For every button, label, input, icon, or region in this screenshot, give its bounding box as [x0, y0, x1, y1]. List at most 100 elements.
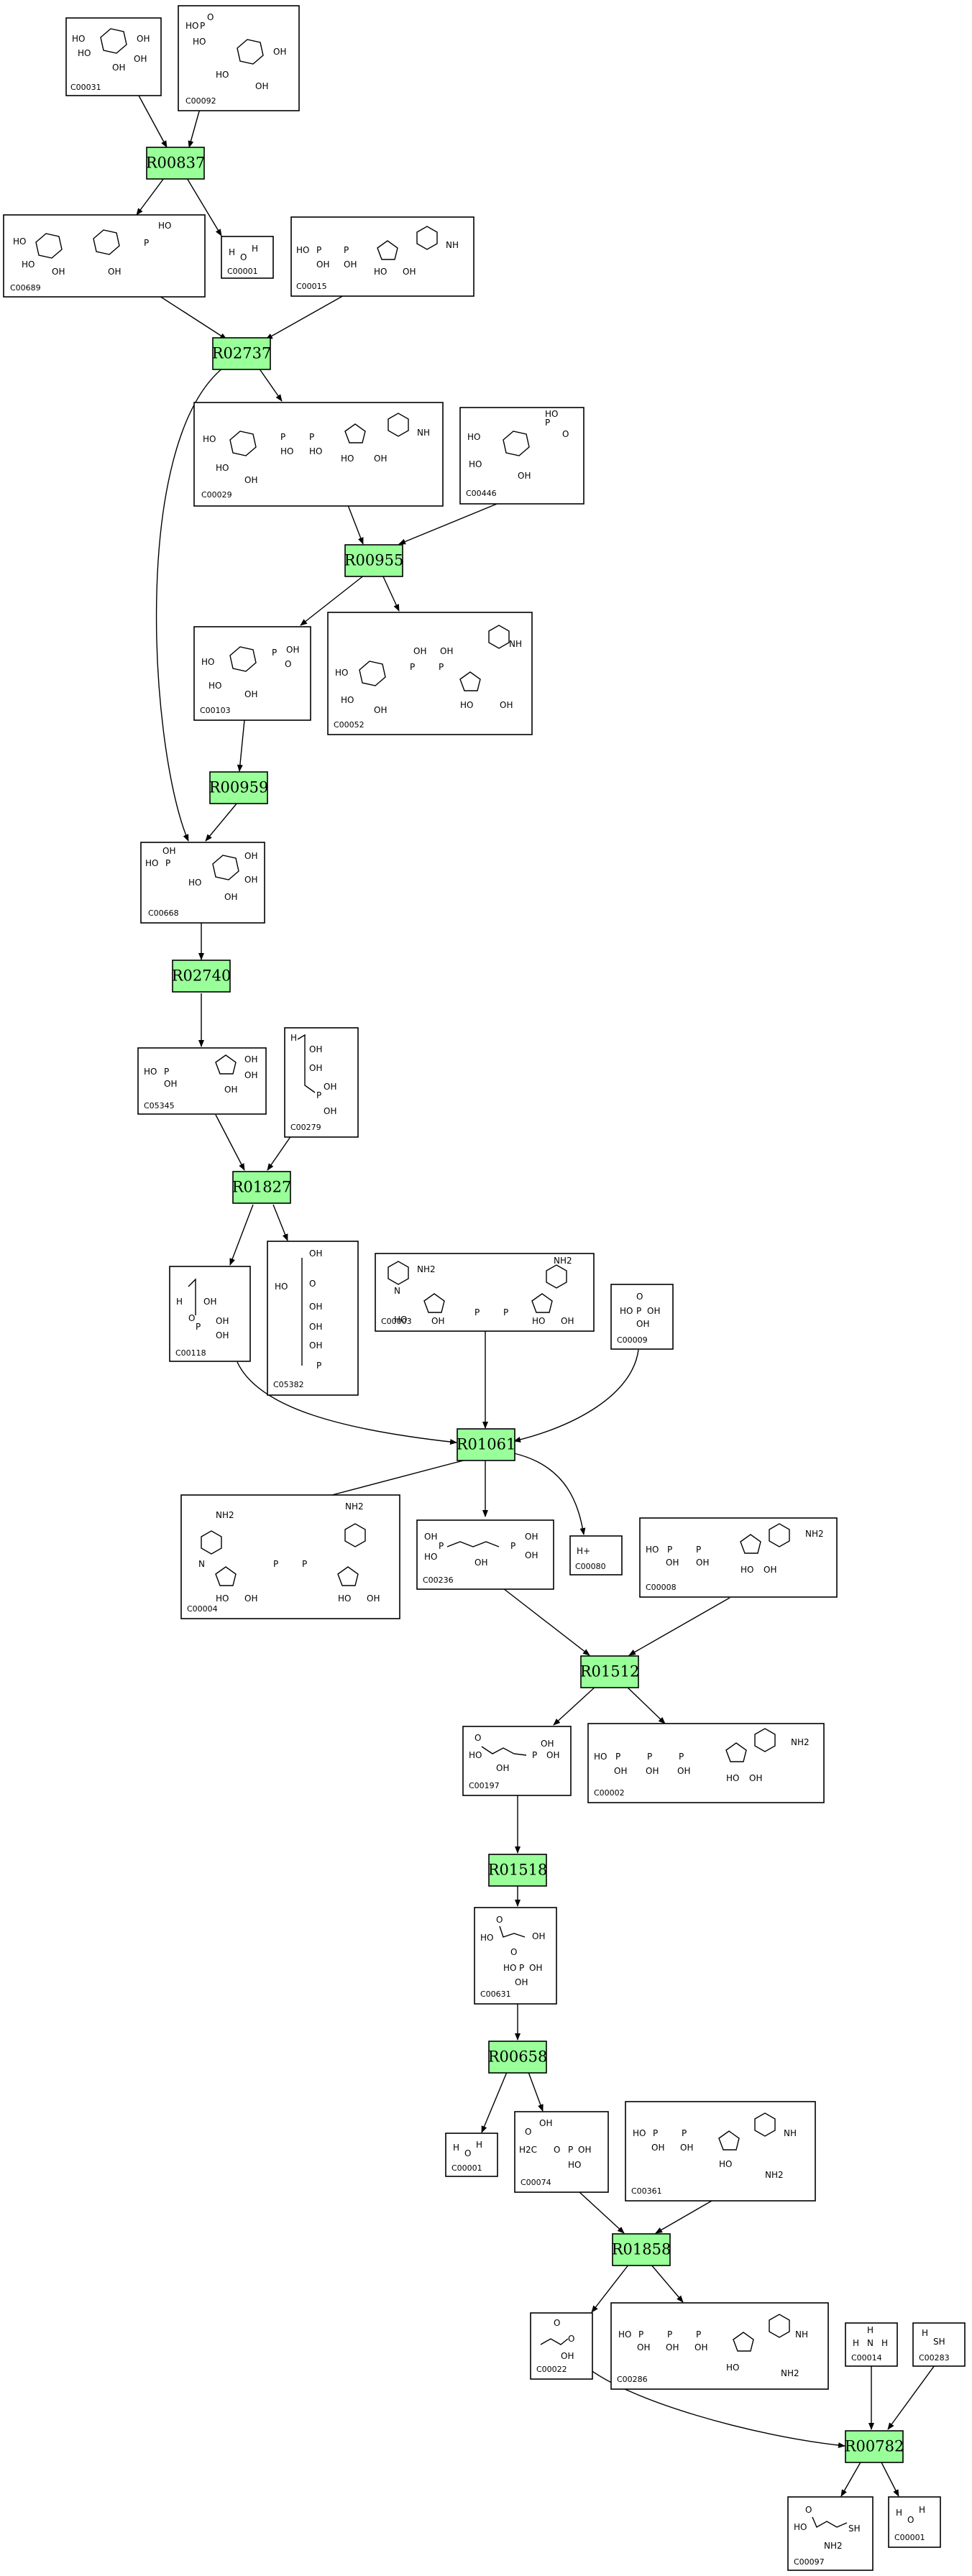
atom-label: OH — [52, 267, 65, 277]
compound-C00092[interactable]: HO P O HO OH HO OH C00092 — [178, 5, 300, 111]
compound-C00197[interactable]: O HO OH P OH OH C00197 — [462, 1726, 572, 1796]
atom-label: H — [919, 2505, 925, 2515]
compound-C00031[interactable]: HO HO OH OH OH C00031 — [65, 17, 162, 96]
atom-label: OH — [224, 892, 237, 902]
compound-C00029[interactable]: HO HO OH P P HO HO HO OH NH C00029 — [193, 402, 444, 507]
compound-id: C00031 — [70, 83, 101, 92]
atom-label: H — [476, 2140, 482, 2150]
compound-id: C00015 — [296, 282, 327, 291]
atom-label: HO — [216, 463, 229, 473]
compound-C05345[interactable]: HO P OH OH OH OH C05345 — [137, 1047, 267, 1115]
reaction-R00782[interactable]: R00782 — [845, 2430, 904, 2463]
atom-label: OH — [666, 2342, 679, 2352]
atom-label: O — [554, 2318, 560, 2328]
atom-label: P — [638, 2329, 643, 2340]
compound-C00689[interactable]: HO HO OH OH HO P C00689 — [3, 214, 206, 298]
reaction-R01061[interactable]: R01061 — [457, 1428, 516, 1461]
atom-label: OH — [108, 267, 121, 277]
compound-C00008[interactable]: HO P P OH OH HO OH NH2 C00008 — [639, 1517, 838, 1598]
reaction-R00955[interactable]: R00955 — [344, 544, 404, 577]
reaction-R00658[interactable]: R00658 — [488, 2041, 548, 2074]
atom-label: OH — [637, 2342, 650, 2352]
compound-id: C00002 — [594, 1788, 625, 1798]
atom-label: OH — [561, 1316, 574, 1326]
compound-C00279[interactable]: H OH OH OH P OH C00279 — [284, 1027, 359, 1138]
atom-label: HO — [394, 1315, 407, 1325]
compound-C00074[interactable]: OH O H2C O P OH HO C00074 — [514, 2111, 609, 2193]
compound-C00009[interactable]: O HO P OH OH C00009 — [610, 1284, 674, 1350]
compound-C00080[interactable]: H+ C00080 — [569, 1535, 623, 1576]
atom-label: P — [280, 432, 285, 442]
compound-C00001-b[interactable]: H O H C00001 — [445, 2133, 498, 2177]
atom-label: HO — [618, 2329, 631, 2340]
compound-C00003[interactable]: NH2 N P P NH2 HO OH HO OH C00003 — [375, 1253, 595, 1332]
atom-label: HO — [469, 459, 482, 469]
compound-C00668[interactable]: OH HO P OH HO OH OH C00668 — [140, 842, 265, 924]
compound-id: C00029 — [201, 490, 232, 500]
atom-label: OH — [539, 2118, 552, 2128]
atom-label: OH — [500, 700, 513, 710]
compound-C00015[interactable]: HO P P OH OH HO OH NH C00015 — [290, 216, 474, 297]
atom-label: O — [510, 1947, 517, 1957]
compound-C00001-c[interactable]: H O H C00001 — [888, 2496, 941, 2548]
compound-C00014[interactable]: H H N H C00014 — [845, 2322, 898, 2367]
compound-C00002[interactable]: HO P P P OH OH OH HO OH NH2 C00002 — [587, 1723, 825, 1803]
compound-C00022[interactable]: O O OH C00022 — [530, 2312, 593, 2380]
compound-C00001[interactable]: H O H C00001 — [221, 236, 274, 279]
reaction-R02737[interactable]: R02737 — [212, 337, 272, 370]
atom-label: HO — [188, 878, 201, 888]
atom-label: OH — [431, 1316, 444, 1326]
compound-C00286[interactable]: HO P P P OH OH OH HO NH NH2 C00286 — [610, 2302, 829, 2390]
atom-label: H — [290, 1033, 297, 1043]
reaction-R01518[interactable]: R01518 — [488, 1854, 548, 1887]
reaction-label: R01512 — [580, 1663, 640, 1680]
compound-C05382[interactable]: OH HO O OH OH OH P C05382 — [267, 1241, 359, 1396]
compound-C00097[interactable]: O HO SH NH2 C00097 — [787, 2496, 874, 2571]
atom-label: P — [682, 2128, 687, 2138]
atom-label: OH — [244, 1593, 257, 1604]
compound-id: C00004 — [187, 1604, 218, 1614]
atom-label: P — [316, 1090, 321, 1100]
reaction-R01827[interactable]: R01827 — [232, 1171, 292, 1204]
compound-C00004[interactable]: NH2 N P P NH2 HO OH HO OH C00004 — [180, 1494, 400, 1619]
atom-label: OH — [164, 1079, 177, 1089]
atom-label: O — [907, 2515, 914, 2525]
atom-label: P — [653, 2128, 658, 2138]
compound-C00361[interactable]: HO P P OH OH HO NH NH2 C00361 — [625, 2101, 816, 2202]
compound-id: C05345 — [144, 1101, 175, 1110]
atom-label: P — [647, 1752, 652, 1762]
compound-C00631[interactable]: O HO OH O HO P OH OH C00631 — [474, 1907, 557, 2005]
compound-id: C00118 — [175, 1348, 206, 1358]
compound-C00236[interactable]: OH P HO OH P OH OH C00236 — [416, 1519, 554, 1590]
atom-label: HO — [72, 34, 85, 44]
reaction-R00959[interactable]: R00959 — [209, 771, 269, 804]
compound-C00052[interactable]: HO HO OH P P OH OH HO OH NH C00052 — [327, 612, 533, 735]
atom-label: P — [679, 1752, 684, 1762]
atom-label: HO — [594, 1752, 607, 1762]
atom-label: OH — [244, 475, 257, 485]
atom-label: H — [896, 2508, 902, 2518]
atom-label: O — [496, 1915, 503, 1925]
compound-C00103[interactable]: HO HO OH P OH O C00103 — [193, 626, 311, 721]
atom-label: HO — [145, 858, 158, 868]
atom-label: OH — [496, 1763, 509, 1773]
compound-C00118[interactable]: H OH O P OH OH C00118 — [169, 1266, 251, 1362]
compound-C00283[interactable]: H SH C00283 — [912, 2322, 966, 2367]
compound-id: C05382 — [273, 1380, 304, 1389]
atom-label: P — [615, 1752, 620, 1762]
atom-label: H — [453, 2143, 459, 2153]
compound-id: C00103 — [200, 706, 231, 715]
compound-C00446[interactable]: HO P HO O HO OH C00446 — [459, 407, 584, 505]
reaction-R01512[interactable]: R01512 — [580, 1655, 640, 1688]
atom-label: O — [309, 1279, 316, 1289]
atom-label: HO — [726, 2363, 739, 2373]
reaction-R01858[interactable]: R01858 — [612, 2233, 671, 2266]
atom-label: HO — [532, 1316, 545, 1326]
atom-label: P — [316, 1361, 321, 1371]
reaction-R02740[interactable]: R02740 — [172, 960, 231, 993]
atom-label: H2C — [519, 2145, 537, 2155]
atom-label: HO — [480, 1933, 493, 1943]
atom-label: H — [176, 1297, 183, 1307]
reaction-label: R02737 — [212, 345, 272, 362]
reaction-R00837[interactable]: R00837 — [146, 147, 206, 180]
